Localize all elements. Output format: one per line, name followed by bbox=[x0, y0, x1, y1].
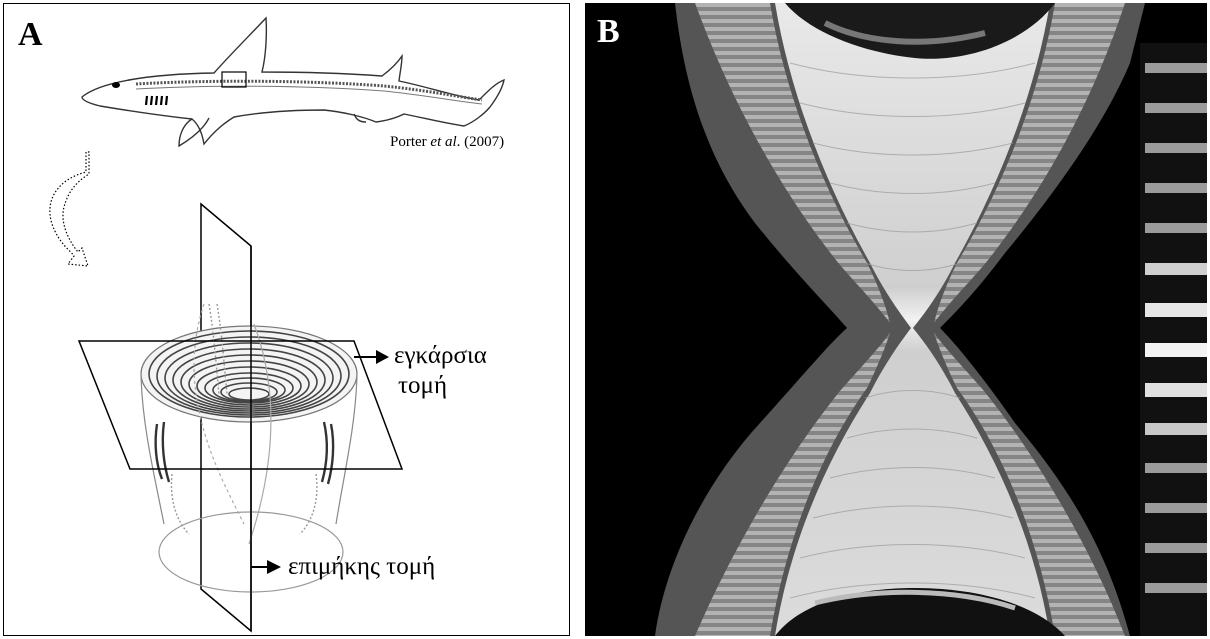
shark-gill-slits bbox=[146, 96, 167, 105]
vertebra-cylinder bbox=[141, 304, 357, 592]
longitudinal-section-label: επιμήκης τομή bbox=[288, 552, 435, 582]
transverse-label-line1: εγκάρσια bbox=[394, 341, 487, 371]
transverse-section-label: εγκάρσια τομή bbox=[394, 341, 487, 401]
shark-body-outline bbox=[82, 18, 504, 144]
shark-illustration bbox=[82, 18, 504, 146]
panel-b-letter: B bbox=[597, 15, 620, 49]
panel-a-letter: A bbox=[18, 18, 43, 52]
vertebra-selection-box bbox=[222, 72, 246, 87]
shark-pectoral-fin bbox=[179, 118, 209, 146]
vertebra-side-bands bbox=[156, 422, 334, 484]
credit-year: . (2007) bbox=[457, 134, 505, 150]
panel-b-micrograph: B bbox=[585, 3, 1207, 636]
vertebra-section-image bbox=[585, 3, 1207, 636]
panel-a-diagram: A Porter et al. (2007) εγκάρσια τομή επι… bbox=[3, 3, 570, 636]
panel-a-drawing bbox=[4, 4, 571, 637]
shark-eye bbox=[112, 82, 120, 88]
figure-credit: Porter et al. (2007) bbox=[390, 134, 504, 151]
transverse-label-line2: τομή bbox=[398, 371, 487, 401]
transverse-arrow bbox=[354, 350, 389, 364]
credit-et-al: et al bbox=[430, 134, 456, 150]
dotted-curved-arrow bbox=[50, 152, 89, 266]
longitudinal-arrow bbox=[251, 560, 281, 574]
credit-author: Porter bbox=[390, 134, 430, 150]
scale-ruler bbox=[1140, 43, 1207, 636]
